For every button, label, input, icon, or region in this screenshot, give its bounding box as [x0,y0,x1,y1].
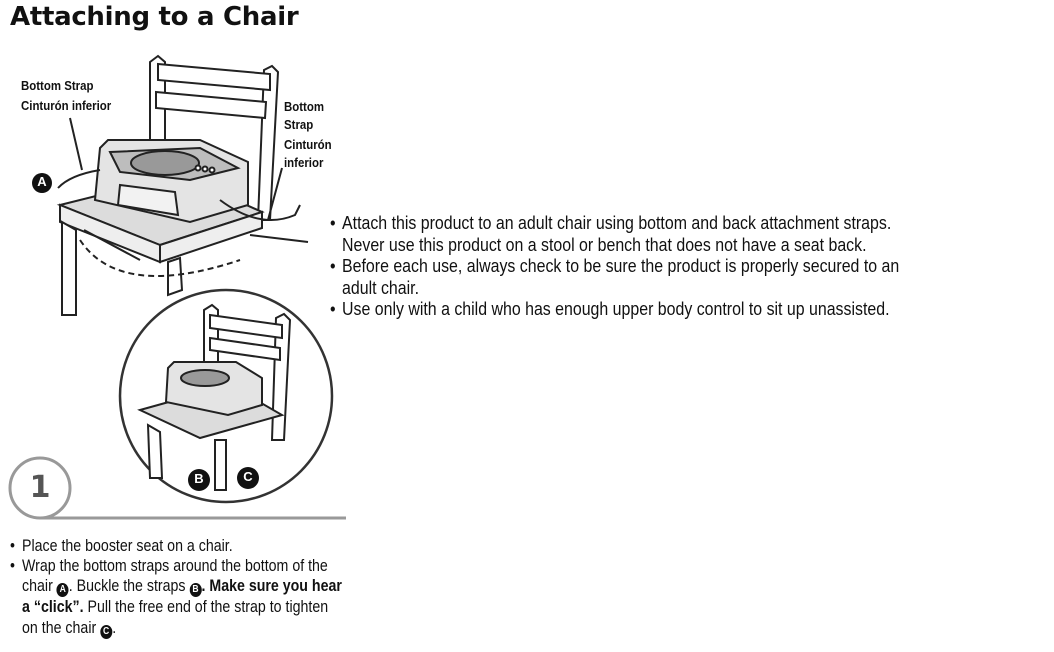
marker-b-inline: B [189,583,202,598]
bottom-strap-left-label-es: Cinturón inferior [21,98,112,113]
marker-a-inline: A [56,583,69,598]
booster-seat-inset [164,361,263,417]
marker-c-label: C [243,469,253,484]
click-emphasis: . Make sure you hear a “click”. [22,577,342,617]
marker-b-label: B [194,471,204,486]
bottom-strap-right-label-es-2: inferior [284,155,324,170]
warning-item: Before each use, always check to be sure… [330,255,932,298]
bottom-strap-left-label: Bottom Strap [21,78,94,93]
bottom-strap-right-label: Bottom [284,99,325,114]
warning-item: Attach this product to an adult chair us… [330,212,932,255]
warning-list: Attach this product to an adult chair us… [330,212,932,320]
marker-c-badge [237,467,259,489]
marker-a-badge [32,173,52,193]
bottom-strap-lines [57,169,309,277]
bottom-strap-right-label-2: Strap [284,117,314,132]
chair-illustration [8,54,346,520]
step-item: Wrap the bottom straps around the bottom… [10,556,345,639]
marker-a-label: A [37,174,47,189]
step-instructions: Place the booster seat on a chair. Wrap … [10,536,345,639]
step-item: Place the booster seat on a chair. [10,536,345,556]
warning-item: Use only with a child who has enough upp… [330,298,932,320]
marker-c-inline: C [100,624,113,639]
step-number: 1 [29,470,51,505]
bottom-strap-right-label-es: Cinturón [284,137,332,152]
booster-seat-main [93,139,249,224]
marker-b-badge [188,469,210,491]
page-title: Attaching to a Chair [10,2,299,32]
